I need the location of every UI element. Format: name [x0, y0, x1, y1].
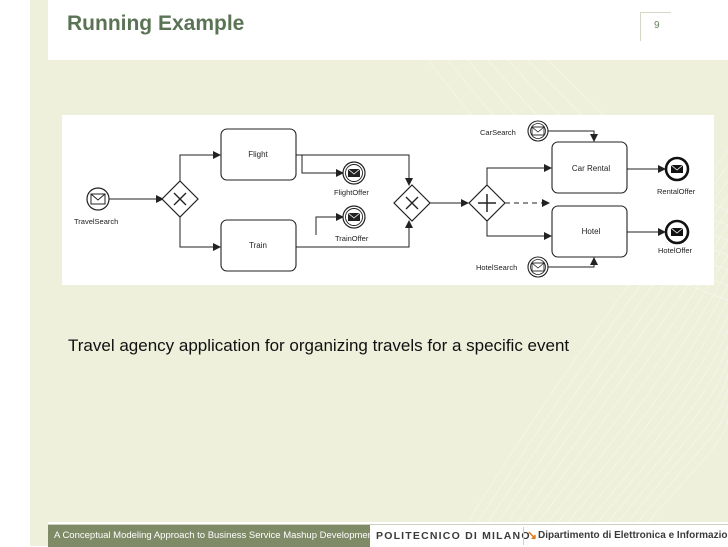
hotel-task: Hotel	[551, 205, 628, 258]
rental-offer-end-event	[664, 156, 690, 182]
hotel-search-label: HotelSearch	[476, 263, 517, 272]
car-search-label: CarSearch	[480, 128, 516, 137]
train-task-label: Train	[249, 241, 267, 250]
hotel-offer-label: HotelOffer	[658, 246, 693, 255]
parallel-gateway	[468, 184, 506, 222]
car-rental-task: Car Rental	[551, 141, 628, 194]
footer-separator	[523, 527, 524, 545]
hotel-offer-end-event	[664, 219, 690, 245]
bpmn-diagram: TravelSearch Flight Train FlightOff	[74, 120, 696, 278]
flight-offer-event	[342, 161, 366, 185]
exclusive-gateway-split	[161, 180, 199, 218]
travel-search-label: TravelSearch	[74, 217, 118, 226]
footer-university: POLITECNICO DI MILANO	[376, 530, 531, 542]
title-bar	[48, 0, 728, 55]
page-number-box	[640, 12, 671, 41]
department-arrow-icon: ↘	[527, 528, 538, 542]
travel-search-event	[86, 187, 110, 211]
train-offer-label: TrainOffer	[335, 234, 369, 243]
footer: A Conceptual Modeling Approach to Busine…	[48, 524, 728, 547]
train-task: Train	[220, 219, 297, 272]
hotel-task-label: Hotel	[582, 227, 601, 236]
slide-caption: Travel agency application for organizing…	[68, 336, 570, 355]
flight-task: Flight	[220, 128, 297, 181]
flight-task-label: Flight	[248, 150, 268, 159]
footer-department: Dipartimento di Elettronica e Informazio…	[538, 530, 728, 541]
rental-offer-label: RentalOffer	[657, 187, 696, 196]
hotel-search-event	[527, 256, 549, 278]
footer-course-band: A Conceptual Modeling Approach to Busine…	[48, 525, 376, 547]
train-offer-event	[342, 205, 366, 229]
flight-offer-label: FlightOffer	[334, 188, 369, 197]
footer-course-title: A Conceptual Modeling Approach to Busine…	[54, 530, 376, 541]
car-search-event	[527, 120, 549, 142]
exclusive-gateway-join	[393, 184, 431, 222]
slide-title: Running Example	[67, 12, 245, 35]
left-band	[30, 0, 48, 546]
car-rental-task-label: Car Rental	[572, 164, 610, 173]
diagram-panel: TravelSearch Flight Train FlightOff	[62, 115, 714, 285]
page-number: 9	[654, 20, 660, 31]
